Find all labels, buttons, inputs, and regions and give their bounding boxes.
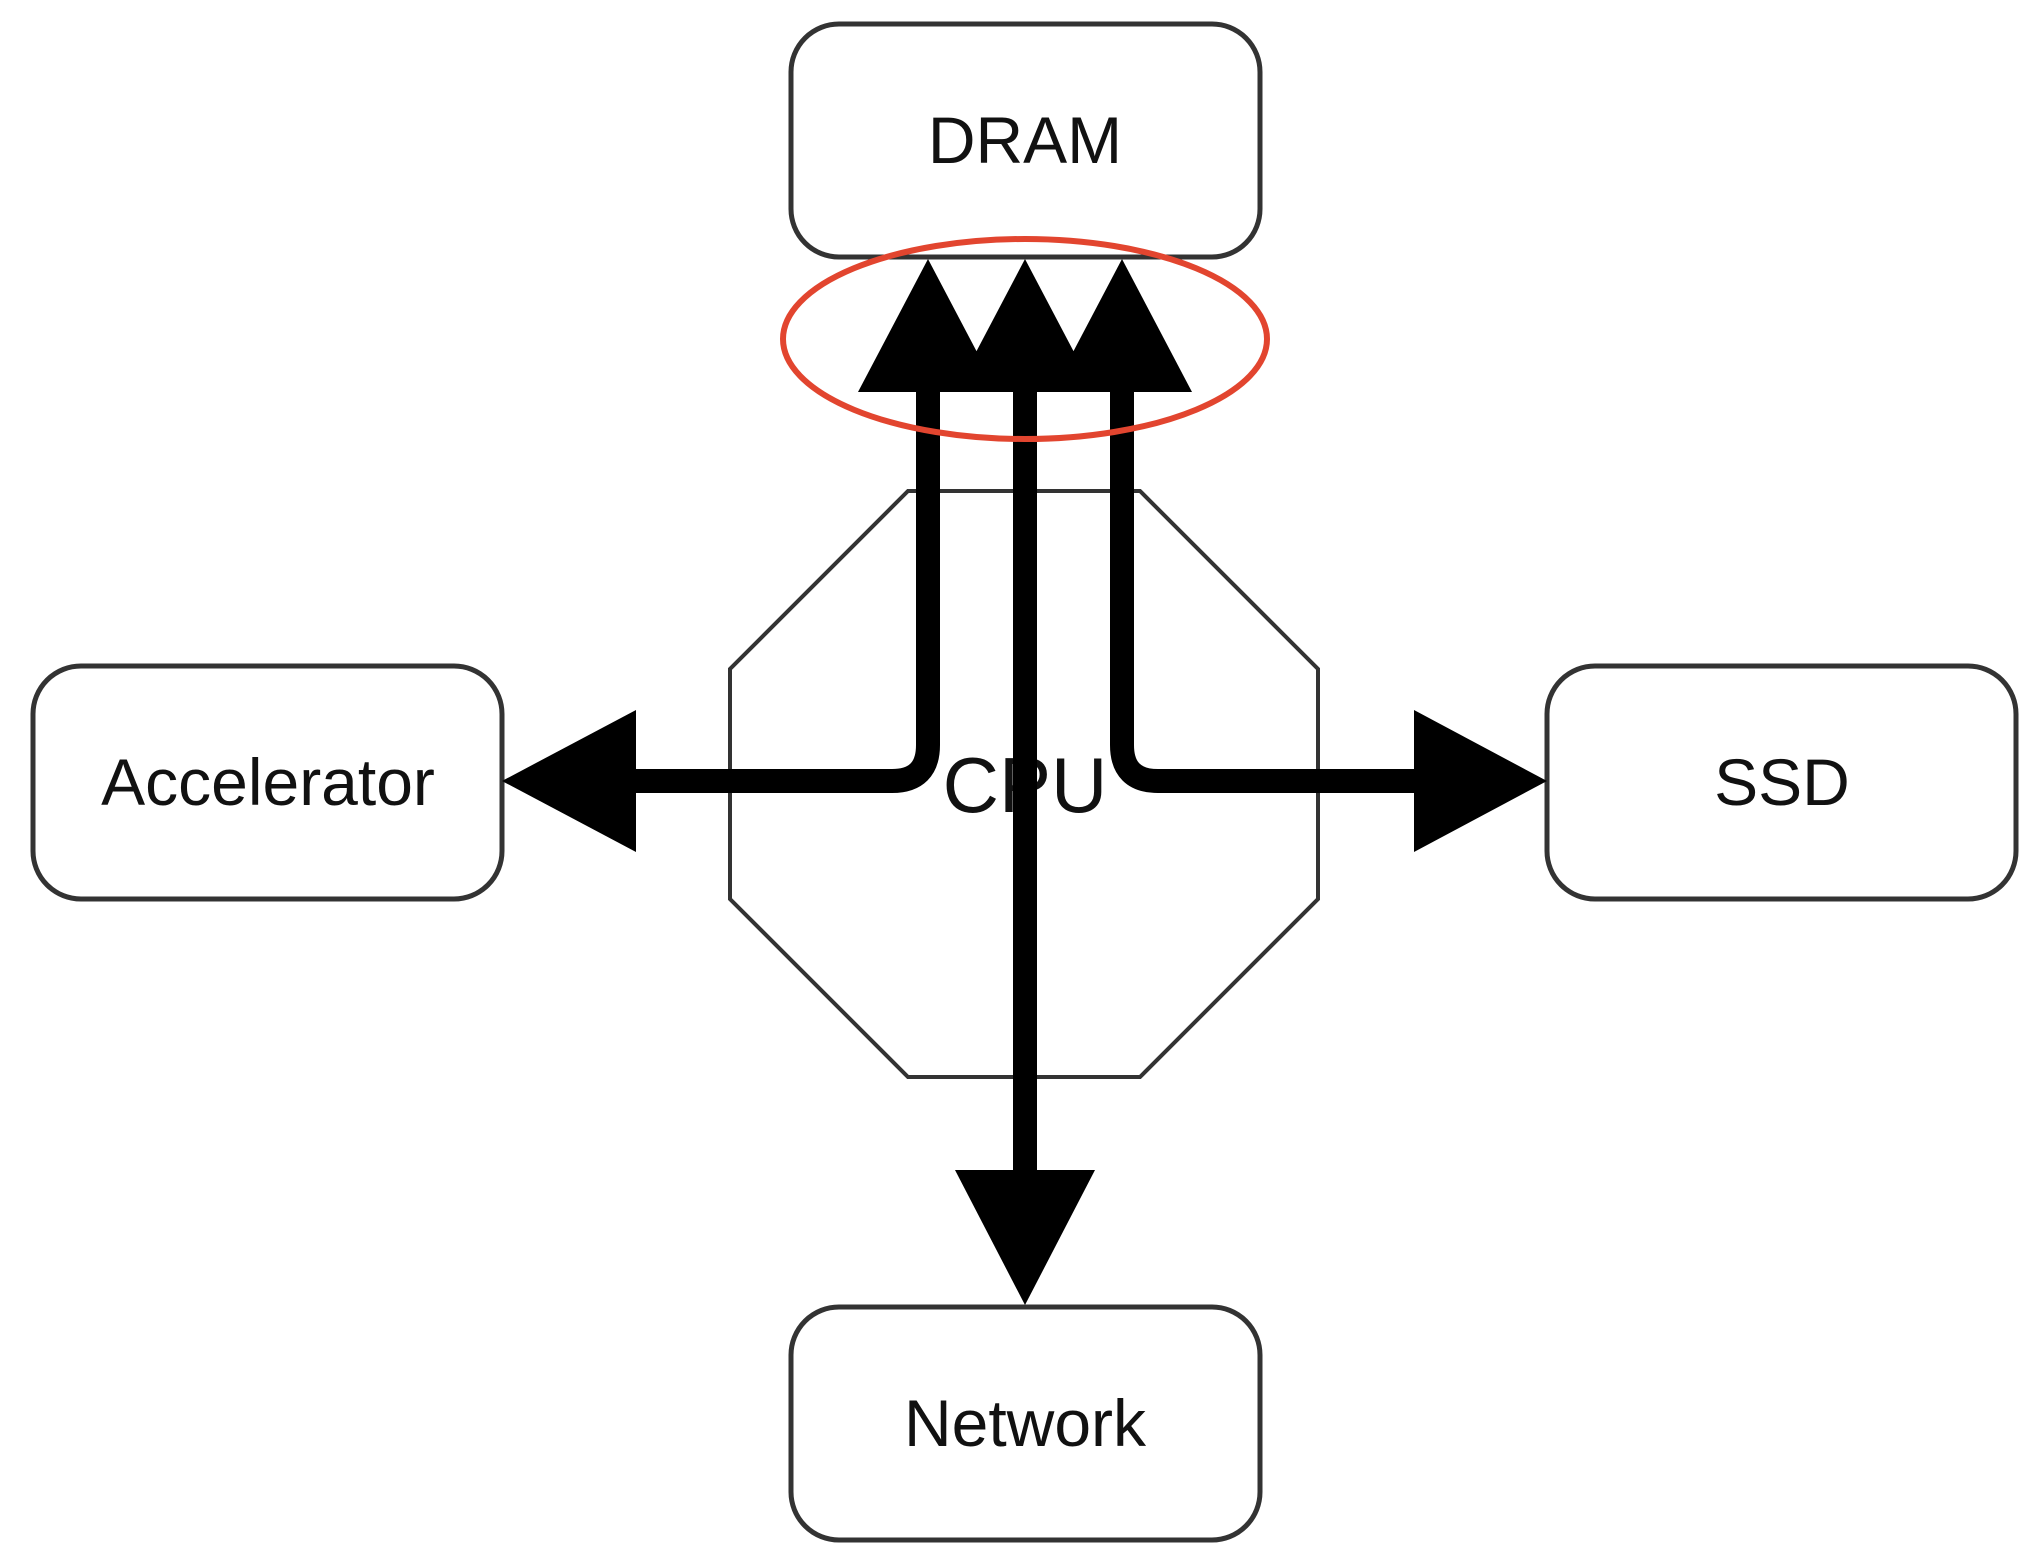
- dram-left-arrowhead: [858, 259, 998, 392]
- dram-right-arrowhead: [1052, 259, 1192, 392]
- accelerator-label: Accelerator: [101, 745, 435, 819]
- accelerator-node: Accelerator: [30, 663, 505, 902]
- accelerator-box: [30, 663, 505, 902]
- dram-to-accelerator-arrowhead: [502, 710, 636, 852]
- network-node: Network: [788, 1304, 1263, 1543]
- dram-center-arrowhead: [955, 259, 1095, 392]
- data-flow-arrows: [502, 259, 1547, 1305]
- dram-node: DRAM: [788, 21, 1263, 260]
- network-box: [788, 1304, 1263, 1543]
- ssd-label: SSD: [1714, 745, 1850, 819]
- dram-to-accelerator-line: [636, 385, 940, 793]
- dram-box: [788, 21, 1263, 260]
- ssd-node: SSD: [1544, 663, 2019, 902]
- dram-to-ssd-line: [1110, 385, 1414, 793]
- ssd-box: [1544, 663, 2019, 902]
- network-label: Network: [904, 1386, 1147, 1460]
- dram-to-network-arrowhead: [955, 1170, 1095, 1305]
- dram-to-ssd-arrowhead: [1414, 710, 1547, 852]
- highlight-ellipse: [780, 236, 1270, 442]
- dram-label: DRAM: [928, 103, 1122, 177]
